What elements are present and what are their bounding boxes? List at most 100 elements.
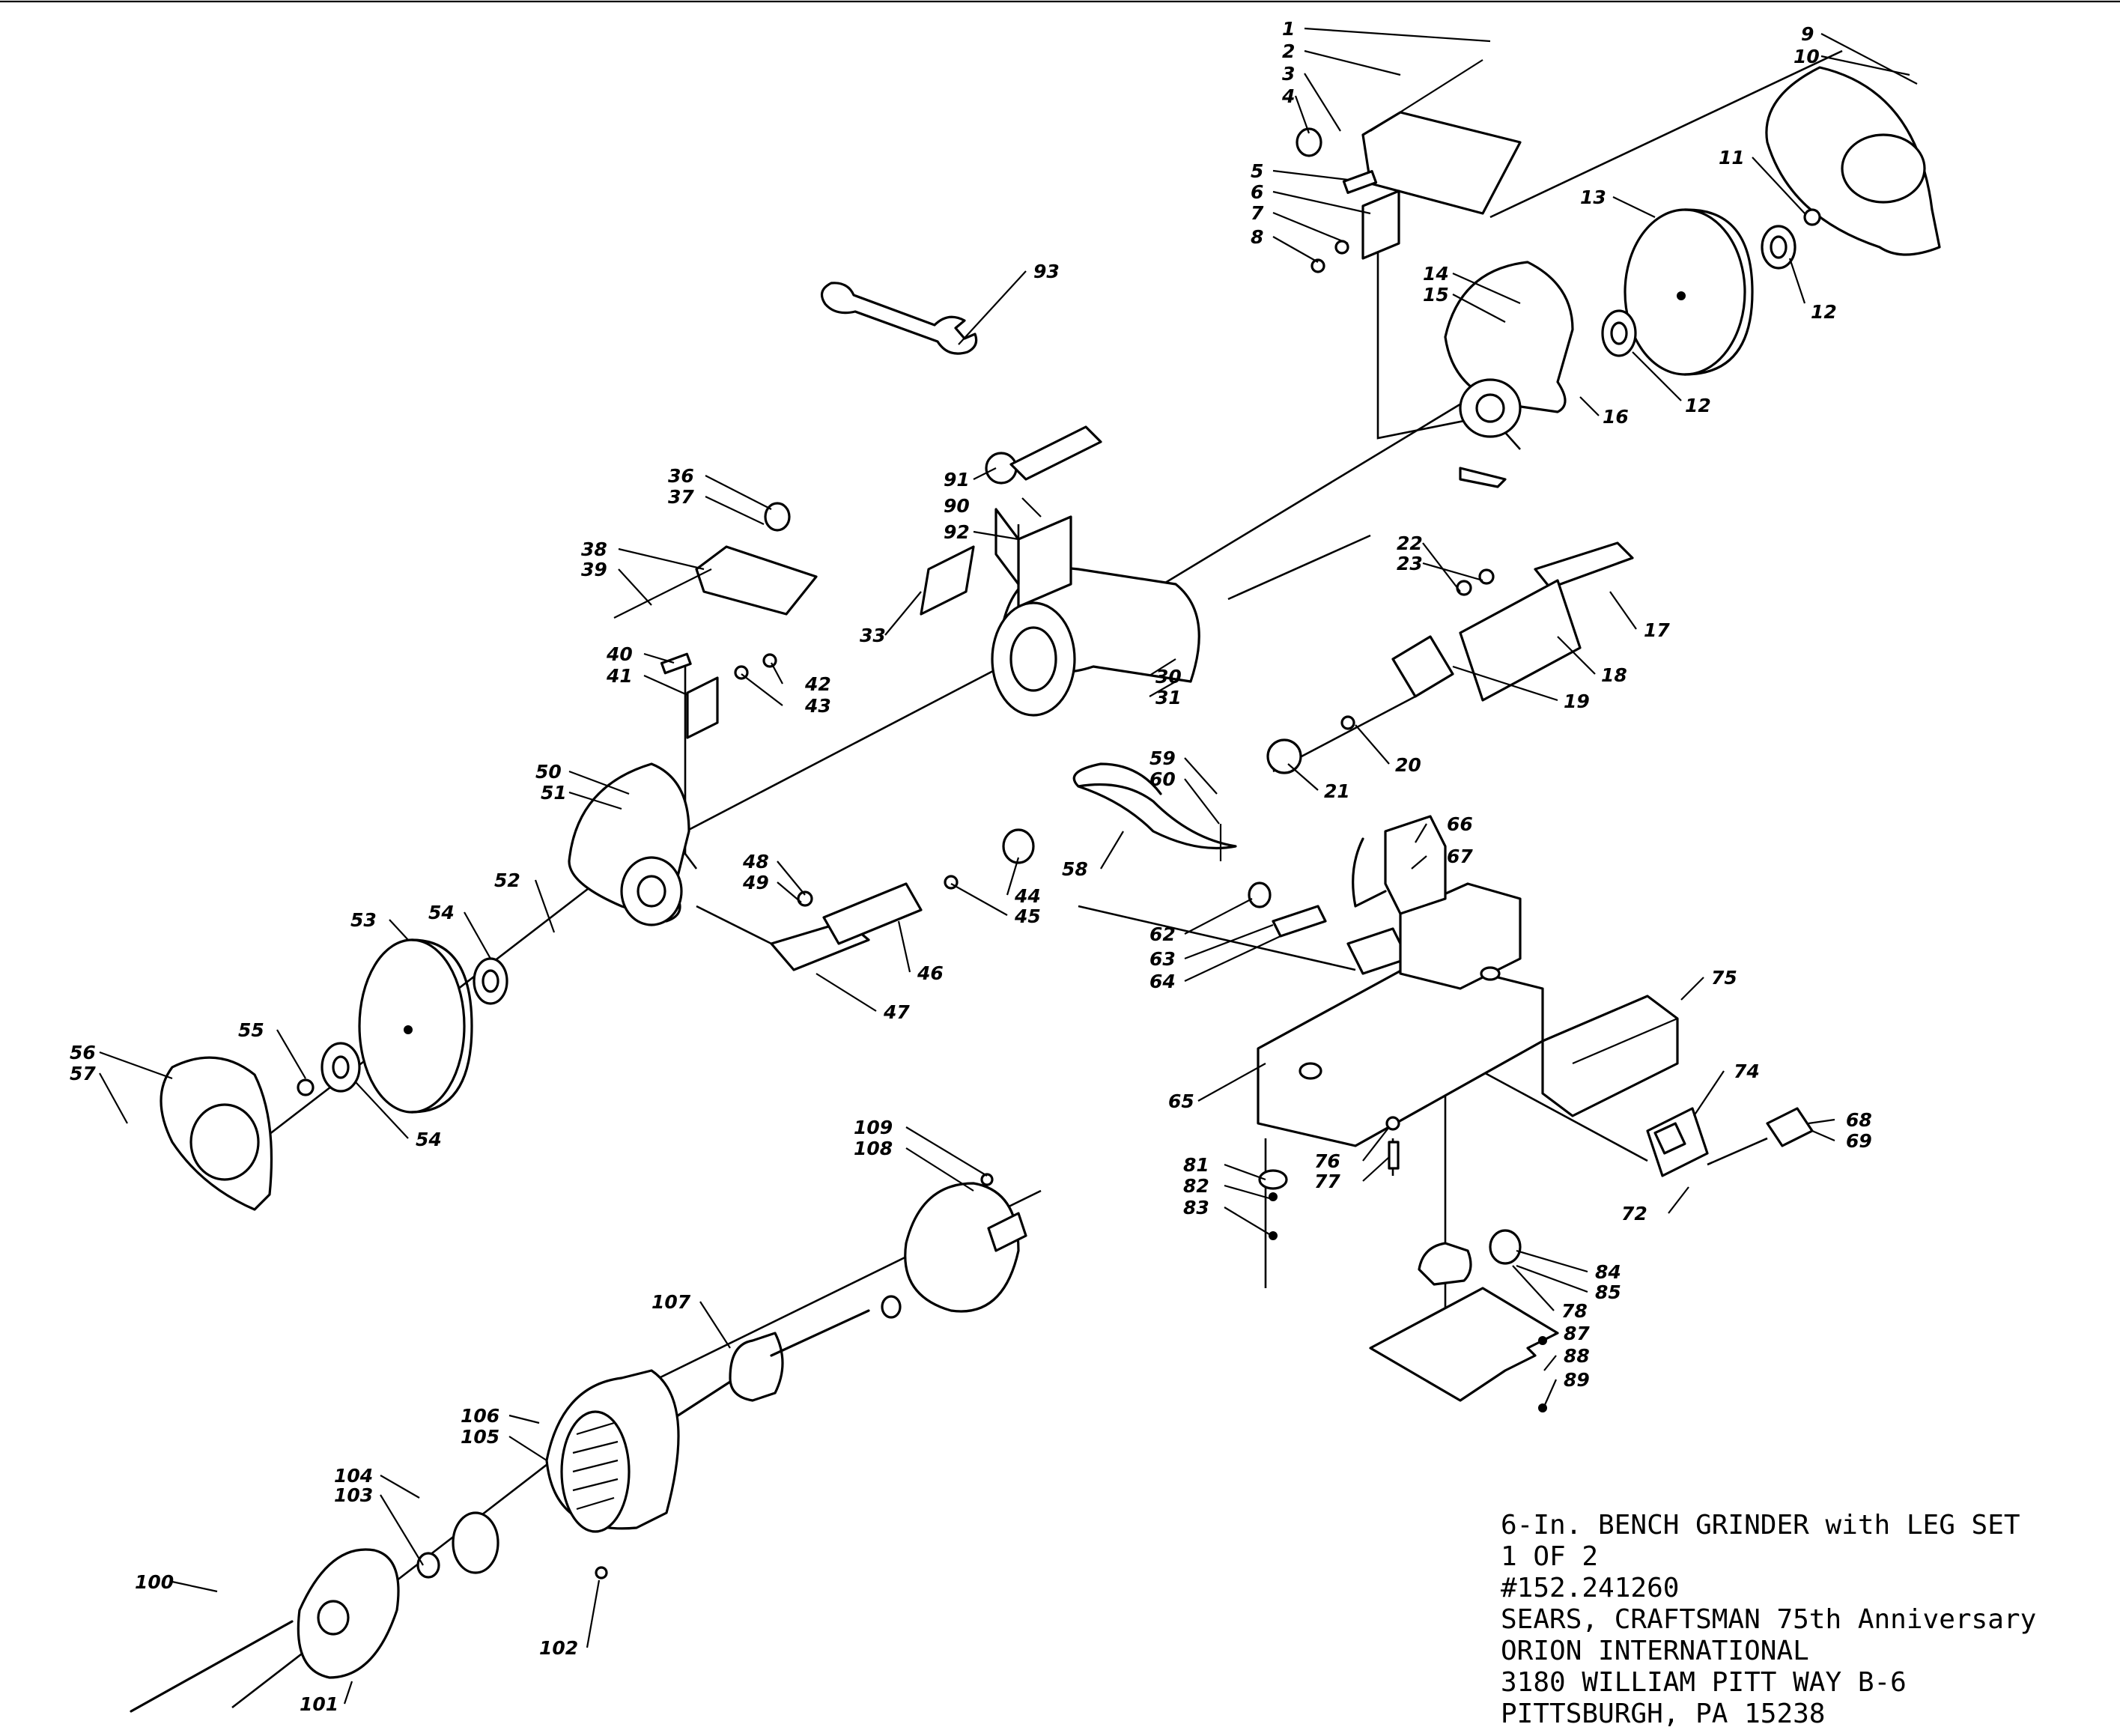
callout-69: 69 [1846, 1130, 1872, 1152]
callout-4: 4 [1281, 85, 1295, 107]
callout-19: 19 [1564, 691, 1590, 712]
product-name: 6-In. BENCH GRINDER with LEG SET [1501, 1510, 2020, 1541]
callout-83: 83 [1183, 1197, 1209, 1218]
callout-92: 92 [944, 521, 970, 543]
callout-16: 16 [1603, 406, 1629, 428]
callout-15: 15 [1423, 284, 1449, 306]
switch-housing [985, 425, 1102, 608]
callout-104: 104 [334, 1465, 373, 1487]
callout-63: 63 [1149, 948, 1176, 970]
callout-22: 22 [1397, 532, 1423, 554]
city-address: PITTSBURGH, PA 15238 [1501, 1699, 1826, 1729]
base-housing [1257, 882, 1544, 1147]
callout-50: 50 [535, 761, 562, 783]
callout-47: 47 [883, 1001, 910, 1023]
flanges-right [1601, 208, 1821, 357]
callout-11: 11 [1719, 147, 1745, 169]
street-address: 3180 WILLIAM PITT WAY B-6 [1501, 1667, 1907, 1698]
callout-82: 82 [1183, 1175, 1209, 1197]
callout-74: 74 [1734, 1060, 1760, 1082]
callout-7: 7 [1251, 202, 1264, 224]
callout-10: 10 [1794, 46, 1820, 67]
motor-stator [545, 1369, 680, 1579]
callout-76: 76 [1314, 1150, 1340, 1172]
callout-58: 58 [1062, 858, 1088, 880]
callout-105: 105 [461, 1426, 499, 1448]
callout-37: 37 [668, 486, 694, 508]
flanges-left [297, 957, 508, 1096]
callout-77: 77 [1314, 1171, 1340, 1192]
grinding-wheel-left [358, 938, 473, 1114]
callout-89: 89 [1564, 1369, 1590, 1391]
callout-54b: 54 [416, 1129, 442, 1150]
callout-labels: 1 2 3 4 5 6 7 8 9 10 11 12 12 13 14 15 1… [70, 18, 1872, 1715]
callout-45: 45 [1014, 905, 1041, 927]
callout-66: 66 [1447, 813, 1473, 835]
callout-5: 5 [1251, 160, 1263, 182]
tool-tray [1541, 995, 1679, 1117]
motor-assembly [920, 545, 1200, 717]
callout-2: 2 [1282, 40, 1295, 62]
callout-54a: 54 [428, 902, 455, 923]
callout-6: 6 [1251, 181, 1263, 203]
wheel-guard-left [160, 1056, 273, 1211]
callout-55: 55 [238, 1019, 264, 1041]
callout-93: 93 [1033, 261, 1060, 282]
callout-60: 60 [1149, 768, 1176, 790]
callout-109: 109 [854, 1117, 893, 1138]
callout-59: 59 [1149, 747, 1176, 769]
callout-40: 40 [606, 643, 633, 665]
leader-lines [99, 27, 1918, 1705]
wheel-guard-right [1765, 66, 1941, 256]
callout-13: 13 [1580, 186, 1606, 208]
callout-44: 44 [1014, 885, 1041, 907]
callout-42: 42 [804, 673, 831, 695]
callout-8: 8 [1251, 226, 1263, 248]
motor-armature [665, 1295, 902, 1424]
callout-65: 65 [1168, 1090, 1194, 1112]
callout-108: 108 [854, 1138, 893, 1159]
callout-17: 17 [1644, 619, 1670, 641]
callout-43: 43 [804, 695, 831, 717]
callout-91: 91 [944, 469, 970, 491]
power-cord [1072, 762, 1237, 861]
callout-101: 101 [300, 1693, 338, 1715]
callout-51: 51 [541, 782, 567, 804]
callout-107: 107 [652, 1291, 691, 1313]
callout-20: 20 [1395, 754, 1421, 776]
callout-72: 72 [1621, 1203, 1647, 1224]
cord-clamp [1248, 881, 1327, 938]
switch-cover [1352, 815, 1447, 915]
callout-36: 36 [668, 465, 694, 487]
callout-18: 18 [1601, 664, 1627, 686]
wrench-part-93 [820, 282, 978, 355]
switch-plate-and-switch [1646, 1107, 1814, 1177]
inner-guard-right [1444, 261, 1574, 488]
callout-75: 75 [1711, 967, 1737, 989]
callout-30: 30 [1155, 666, 1182, 688]
tool-rest-left [613, 502, 818, 739]
callout-48: 48 [742, 851, 769, 872]
callout-1: 1 [1282, 18, 1295, 40]
callout-84: 84 [1595, 1261, 1621, 1283]
company-name: ORION INTERNATIONAL [1501, 1636, 1809, 1666]
callout-90: 90 [944, 495, 970, 517]
brand-name: SEARS, CRAFTSMAN 75th Anniversary [1501, 1604, 2037, 1635]
callout-9: 9 [1801, 23, 1814, 45]
title-block: 6-In. BENCH GRINDER with LEG SET 1 OF 2 … [1501, 1510, 2115, 1730]
callout-14: 14 [1423, 263, 1449, 285]
callout-67: 67 [1447, 846, 1473, 867]
callout-56: 56 [70, 1042, 96, 1063]
callout-62: 62 [1149, 923, 1176, 945]
callout-88: 88 [1564, 1345, 1590, 1367]
tool-rest-bracket-right [1266, 541, 1634, 774]
callout-87: 87 [1564, 1323, 1590, 1344]
tool-rest-right [1296, 59, 1522, 273]
motor-end-cover [130, 1548, 400, 1713]
callout-103: 103 [334, 1484, 373, 1506]
callout-81: 81 [1183, 1154, 1209, 1176]
callout-46: 46 [917, 962, 944, 984]
callout-12b: 12 [1685, 395, 1711, 416]
callout-31: 31 [1155, 687, 1182, 708]
sheet-number: 1 OF 2 [1501, 1541, 1599, 1572]
